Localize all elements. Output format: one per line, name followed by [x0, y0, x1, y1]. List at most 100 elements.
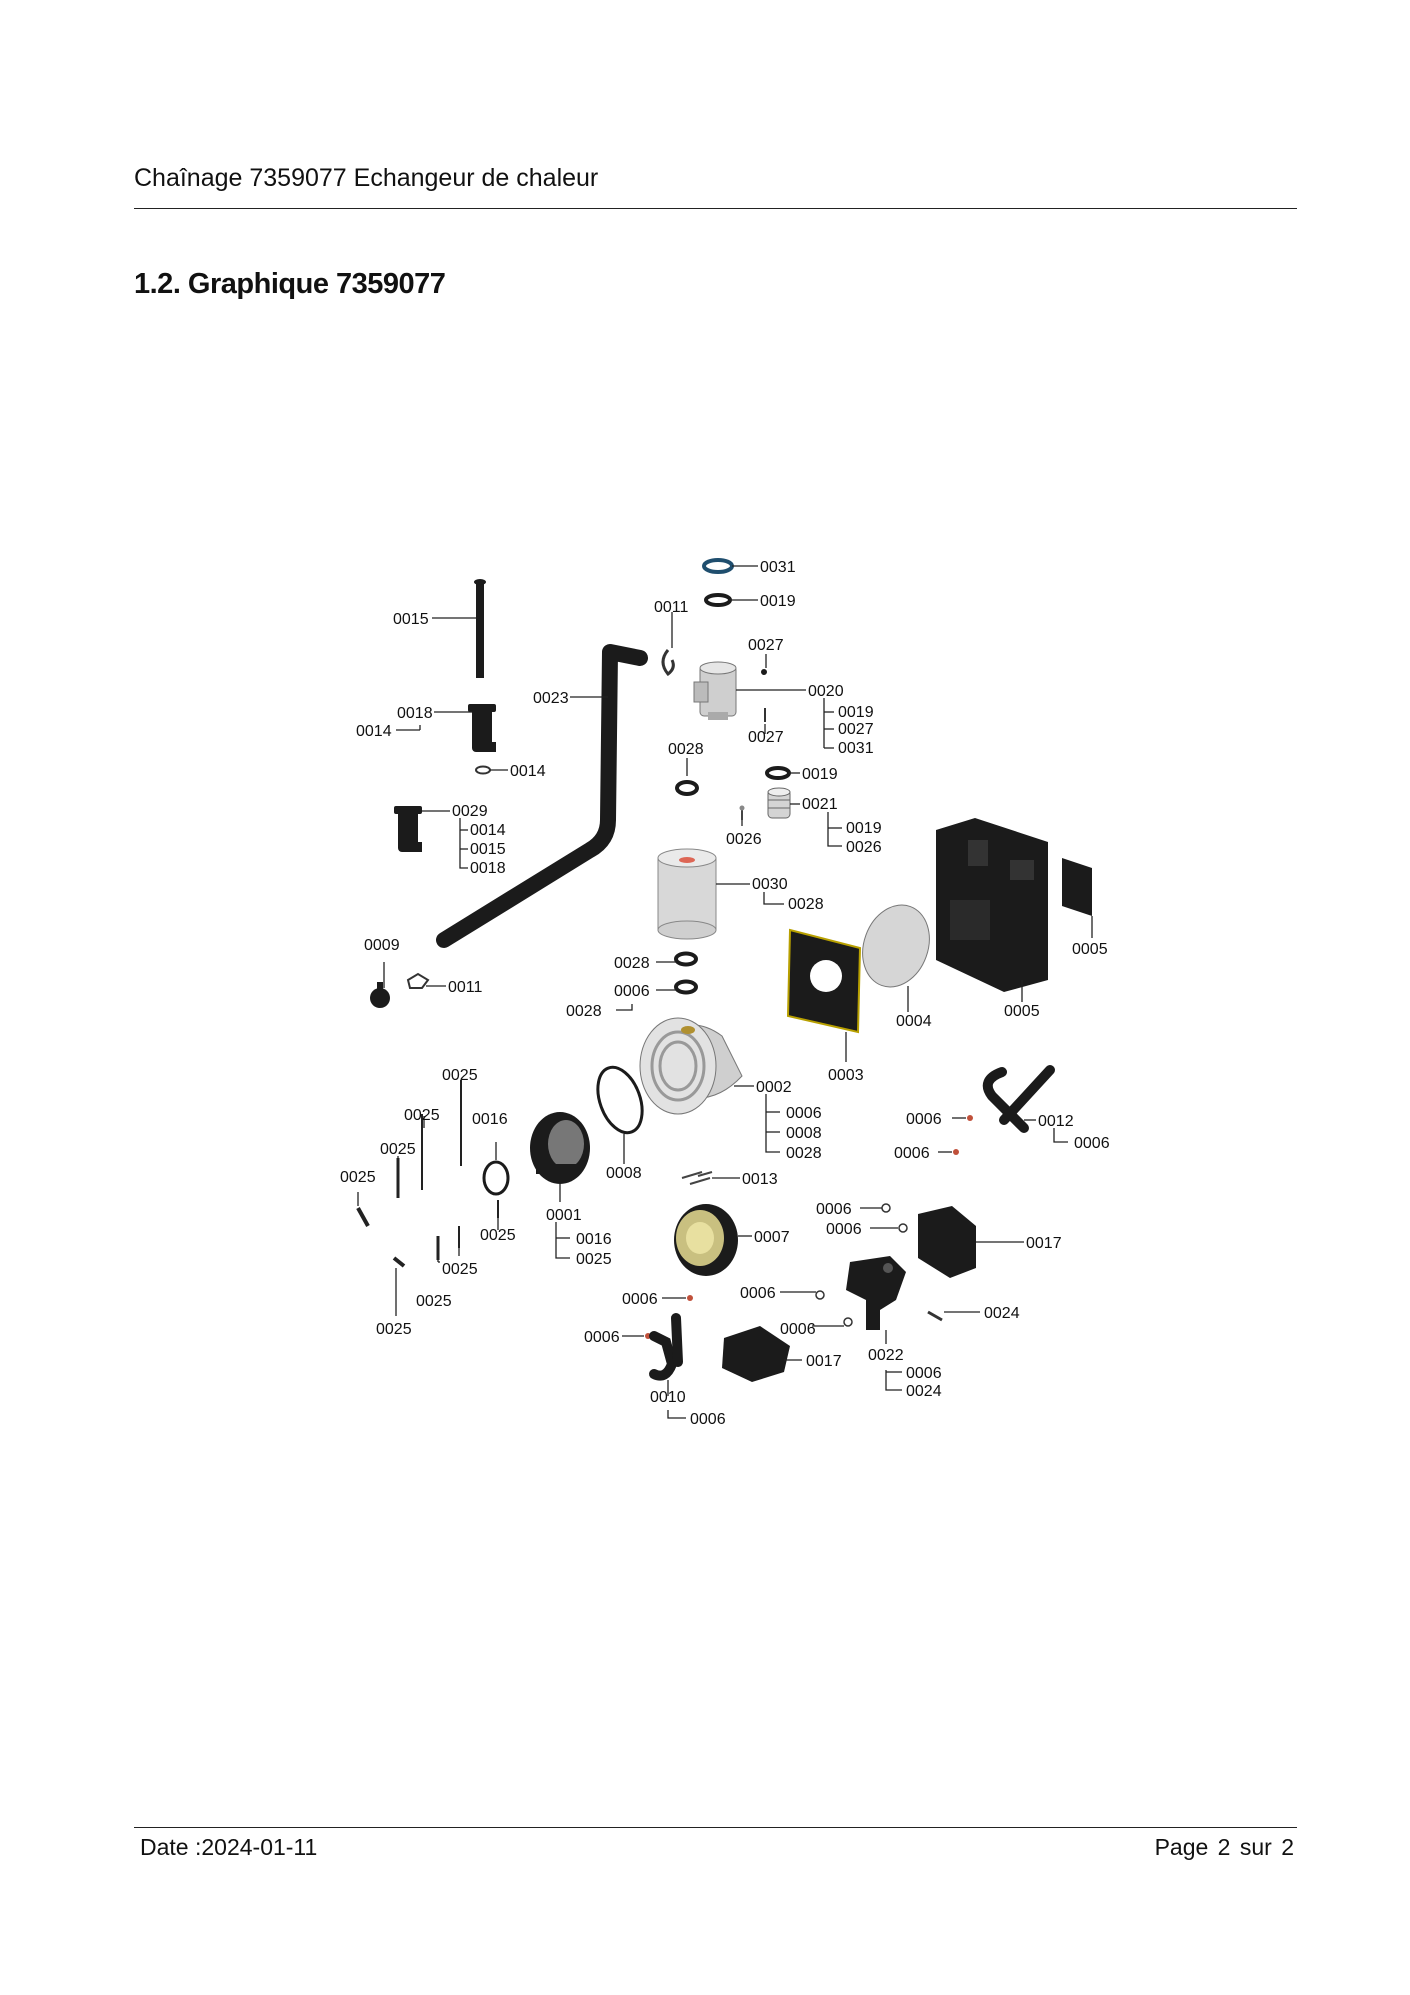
clip-0006-f: [687, 1295, 693, 1301]
label-0029: 0029: [452, 803, 488, 820]
label-0022-sub-0006: 0006: [906, 1365, 942, 1382]
oring-0016: [482, 1160, 510, 1196]
label-0020: 0020: [808, 683, 844, 700]
label-0010-sub-0006: 0006: [690, 1411, 726, 1428]
label-0006-e: 0006: [826, 1221, 862, 1238]
label-0006-f: 0006: [622, 1291, 658, 1308]
pipe-0010: [649, 1331, 678, 1381]
label-0001: 0001: [546, 1207, 582, 1224]
label-0022-sub-0024: 0024: [906, 1383, 942, 1400]
gasket-0008: [596, 1065, 644, 1135]
oring-0031: [702, 558, 734, 574]
label-0025-e: 0025: [480, 1227, 516, 1244]
label-0005-right: 0005: [1072, 941, 1108, 958]
label-0023: 0023: [533, 690, 569, 707]
label-0008: 0008: [606, 1165, 642, 1182]
screws-0013: [681, 1171, 713, 1185]
label-0019-top: 0019: [760, 593, 796, 610]
label-0022: 0022: [868, 1347, 904, 1364]
sensor-0018: [468, 704, 496, 752]
label-0007: 0007: [754, 1229, 790, 1246]
clip-0006-e: [898, 1223, 908, 1233]
label-0006-h: 0006: [584, 1329, 620, 1346]
valve-0009: [370, 982, 390, 1008]
exploded-parts-diagram: 0031 0019 0011 0027 0015 0023 0020 0019 …: [330, 548, 1130, 1448]
label-0017-right: 0017: [1026, 1235, 1062, 1252]
cylinder-0030: [657, 848, 717, 940]
label-0021-sub-0026: 0026: [846, 839, 882, 856]
label-0005: 0005: [1004, 1003, 1040, 1020]
clip-0006-h: [843, 1317, 853, 1327]
label-0006-g: 0006: [740, 1285, 776, 1302]
label-0027-top: 0027: [748, 637, 784, 654]
fitting-0021: [767, 787, 791, 819]
clip-0006-b: [967, 1115, 973, 1121]
label-0010: 0010: [650, 1389, 686, 1406]
label-0028-b: 0028: [566, 1003, 602, 1020]
footer-date: Date :2024-01-11: [140, 1834, 318, 1860]
label-0029-sub-0018: 0018: [470, 860, 506, 877]
label-0021-sub-0019: 0019: [846, 820, 882, 837]
label-0029-sub-0015: 0015: [470, 841, 506, 858]
label-0006-b: 0006: [906, 1111, 942, 1128]
section-title: 1.2. Graphique 7359077: [134, 268, 446, 300]
label-0002-sub-0008: 0008: [786, 1125, 822, 1142]
label-0025-h: 0025: [376, 1321, 412, 1338]
label-0013: 0013: [742, 1171, 778, 1188]
gasket-0003: [786, 928, 862, 1034]
label-0018: 0018: [397, 705, 433, 722]
label-0001-sub-0016: 0016: [576, 1231, 612, 1248]
document-header-title: Chaînage 7359077 Echangeur de chaleur: [134, 164, 599, 192]
label-0020-sub-0031: 0031: [838, 740, 874, 757]
clip-0011-mid: [406, 972, 430, 989]
label-0021: 0021: [802, 796, 838, 813]
label-0024: 0024: [984, 1305, 1020, 1322]
connector-0020: [693, 661, 737, 720]
plate-0005: [1062, 858, 1092, 916]
rod-0015: [476, 580, 484, 678]
pipe-0023: [436, 644, 648, 948]
exploded-view-svg: 0031 0019 0011 0027 0015 0023 0020 0019 …: [340, 558, 1110, 1428]
oring-0014: [475, 765, 491, 775]
screw-0025-d: [356, 1207, 370, 1227]
label-0011-top: 0011: [654, 599, 689, 616]
oring-0028-a: [674, 951, 698, 967]
heat-exchanger-0002: [639, 1017, 743, 1115]
label-0002-sub-0006: 0006: [786, 1105, 822, 1122]
label-0027-mid: 0027: [748, 729, 784, 746]
insulation-ring-0007: [674, 1204, 738, 1276]
label-0016: 0016: [472, 1111, 508, 1128]
label-0014-left: 0014: [356, 723, 392, 740]
label-0003: 0003: [828, 1067, 864, 1084]
disc-0004: [862, 904, 930, 988]
oring-0019-mid: [765, 766, 791, 780]
label-0012: 0012: [1038, 1113, 1074, 1130]
clip-0011-top: [661, 649, 675, 677]
label-0006-a: 0006: [614, 983, 650, 1000]
label-0009: 0009: [364, 937, 400, 954]
header-divider: [134, 208, 1297, 209]
label-0002: 0002: [756, 1079, 792, 1096]
label-0011-mid: 0011: [448, 979, 483, 996]
label-0006-d: 0006: [816, 1201, 852, 1218]
screw-0024: [927, 1310, 943, 1322]
hose-0012: [982, 1067, 1029, 1133]
label-0015: 0015: [393, 611, 429, 628]
oring-0019-top: [704, 593, 732, 607]
label-0002-sub-0028: 0028: [786, 1145, 822, 1162]
manifold-0022: [846, 1256, 906, 1330]
footer-page-number: Page 2 sur 2: [1154, 1834, 1294, 1860]
part-0017-lower: [722, 1326, 790, 1382]
label-0028-top: 0028: [668, 741, 704, 758]
burner-0001: [530, 1112, 590, 1184]
label-0020-sub-0019: 0019: [838, 704, 874, 721]
label-0006-i: 0006: [780, 1321, 816, 1338]
clip-0006-c: [953, 1149, 959, 1155]
label-0006-c: 0006: [894, 1145, 930, 1162]
label-0001-sub-0025: 0025: [576, 1251, 612, 1268]
label-0030-sub-0028: 0028: [788, 896, 824, 913]
part-0017-right: [918, 1206, 976, 1278]
label-0025-c: 0025: [380, 1141, 416, 1158]
label-0014-ring: 0014: [510, 763, 546, 780]
sensor-0029: [394, 806, 422, 852]
